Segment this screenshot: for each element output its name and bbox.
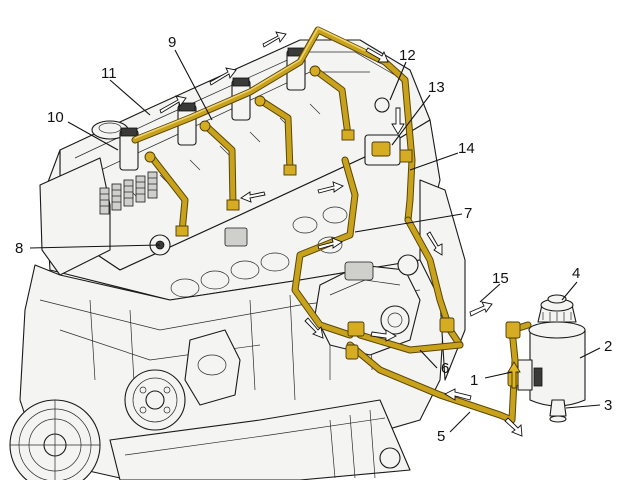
fuel-filter <box>517 294 586 423</box>
valve-springs <box>99 171 158 215</box>
callout-13: 13 <box>428 79 445 96</box>
callout-8: 8 <box>15 240 23 257</box>
callout-1: 1 <box>470 372 478 389</box>
callout-11: 11 <box>101 65 117 82</box>
leader-lines <box>29 49 601 433</box>
engine-block <box>9 39 586 480</box>
fuel-lines <box>131 26 532 424</box>
rail-sensor-connector <box>224 227 248 247</box>
callout-3: 3 <box>604 397 612 414</box>
water-pump-pulley <box>124 369 186 431</box>
callout-10: 10 <box>47 109 64 126</box>
callout-6: 6 <box>441 360 449 377</box>
callout-5: 5 <box>437 428 445 445</box>
callout-15: 15 <box>492 270 509 287</box>
crankshaft-pulley <box>9 399 101 480</box>
oil-pan <box>109 399 411 480</box>
callout-9: 9 <box>168 34 176 51</box>
callout-2: 2 <box>604 338 612 355</box>
callout-4: 4 <box>572 265 580 282</box>
thermostat-housing <box>184 329 241 406</box>
callout-12: 12 <box>399 47 416 64</box>
head-ports <box>170 206 348 298</box>
callout-labels: 1 2 3 4 5 6 7 8 9 10 11 12 13 14 15 <box>15 34 612 445</box>
callout-7: 7 <box>464 205 472 222</box>
flow-arrows <box>159 31 523 437</box>
callout-14: 14 <box>458 140 475 157</box>
